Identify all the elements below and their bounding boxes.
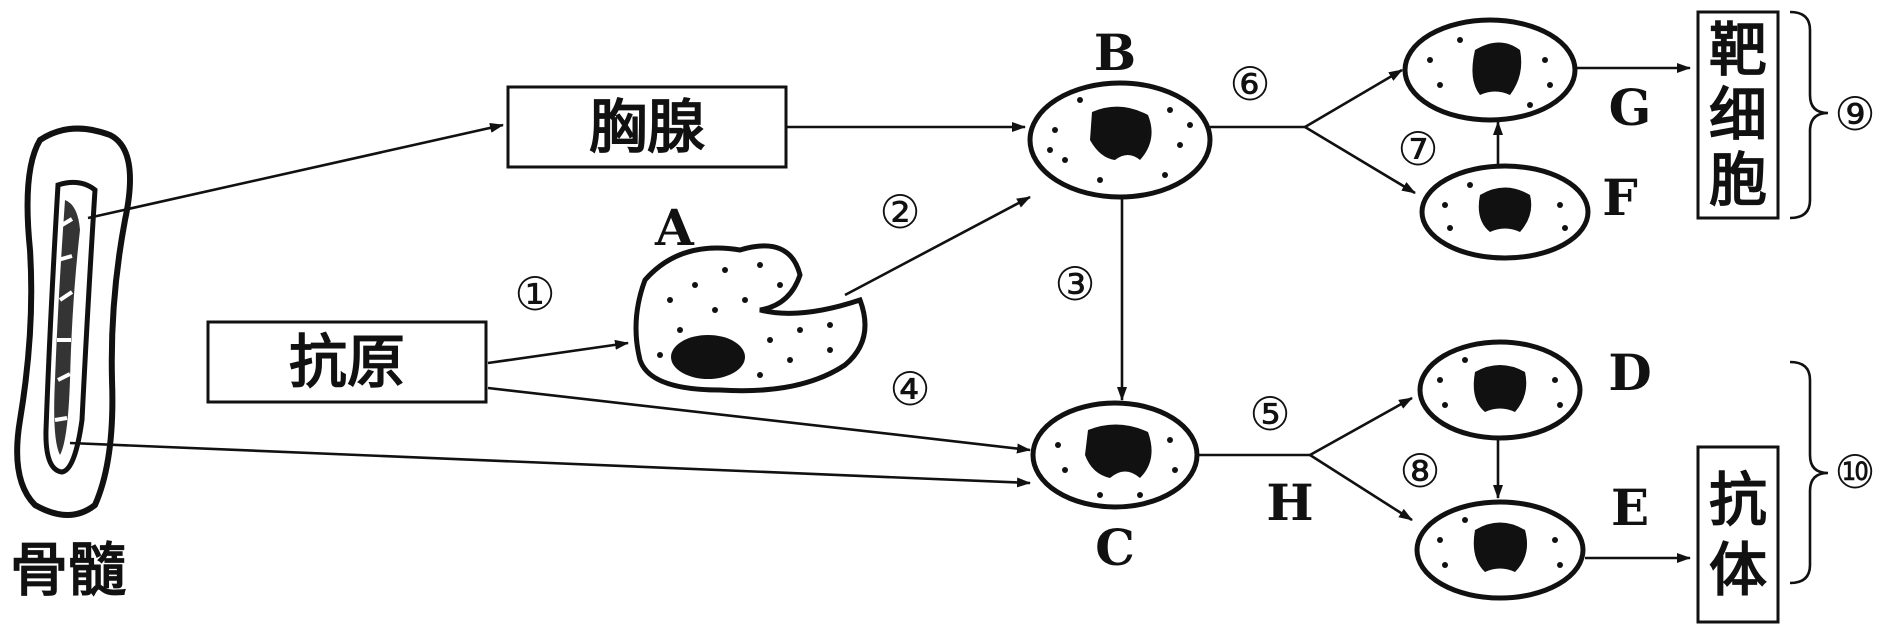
- arrow-A-B: [844, 195, 1031, 297]
- arrows: [69, 63, 1691, 563]
- antibody-box: [1696, 445, 1780, 624]
- thymus-box: [506, 85, 788, 169]
- step-1: ①: [514, 267, 555, 321]
- target-cell-box: [1696, 10, 1780, 220]
- cell-B: [1027, 80, 1213, 200]
- cell-D: [1417, 339, 1583, 441]
- step-4: ④: [889, 362, 930, 416]
- arrow-marrow-thymus: [87, 122, 504, 220]
- antigen-label: 抗原: [289, 328, 405, 396]
- step-10: ⑩: [1834, 445, 1875, 499]
- arrow-antigen-C: [487, 386, 1031, 454]
- cell-C-label: C: [1095, 518, 1135, 577]
- cell-A-label: A: [654, 198, 695, 257]
- arrow-C-E: [1309, 453, 1413, 522]
- brace-10: [1789, 360, 1829, 585]
- arrow-antigen-A: [487, 339, 629, 365]
- arrow-B-G: [1304, 68, 1403, 129]
- step-6: ⑥: [1229, 57, 1270, 111]
- cell-F: [1419, 163, 1591, 261]
- cell-E-label: E: [1611, 478, 1649, 537]
- arrow-C-D: [1309, 396, 1413, 457]
- thymus-label: 胸腺: [589, 93, 706, 161]
- step-3: ③: [1054, 257, 1095, 311]
- step-7: ⑦: [1397, 122, 1438, 176]
- antibody-label: 抗体: [1709, 466, 1767, 604]
- cell-G-label: G: [1609, 78, 1652, 137]
- cell-F-label: F: [1602, 168, 1638, 227]
- arrow-B-F: [1304, 125, 1416, 195]
- cell-D-label: D: [1608, 343, 1651, 402]
- cell-H-label: H: [1266, 473, 1313, 532]
- step-8: ⑧: [1399, 444, 1440, 498]
- cell-B-label: B: [1094, 23, 1136, 82]
- target-cell-label: 靶细胞: [1709, 16, 1767, 214]
- arrow-marrow-C: [69, 441, 1031, 488]
- antigen-box: [206, 320, 488, 404]
- step-2: ②: [879, 185, 920, 239]
- step-9: ⑨: [1834, 87, 1875, 141]
- cell-A: [633, 243, 868, 394]
- bone-marrow-label: 骨髓: [10, 536, 126, 604]
- step-5: ⑤: [1249, 387, 1290, 441]
- cell-E: [1414, 499, 1586, 601]
- cell-C: [1030, 400, 1200, 510]
- brace-9: [1789, 10, 1829, 220]
- bone-marrow-illustration: [14, 125, 133, 518]
- cell-G-effector: [1402, 17, 1578, 123]
